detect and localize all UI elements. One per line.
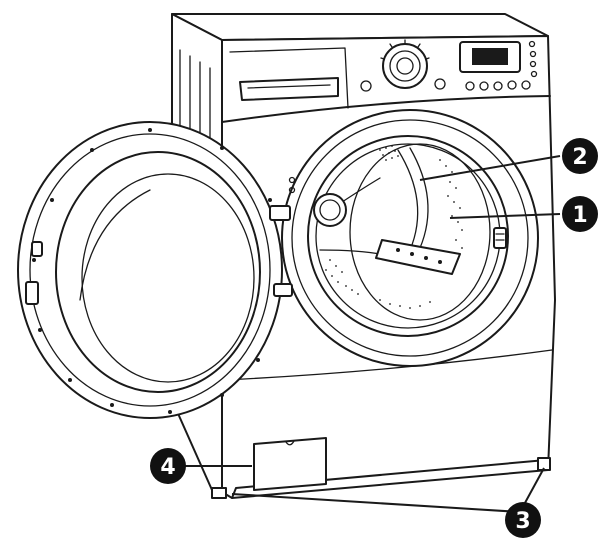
door-hinge-bottom <box>273 283 293 297</box>
callout-1-label: 1 <box>572 203 587 228</box>
drum-back-hub <box>313 193 347 227</box>
start-button <box>434 78 446 90</box>
detergent-drawer <box>239 77 339 101</box>
bottom-access-cover <box>253 437 327 491</box>
callout-2: 2 <box>562 138 598 174</box>
indicator-lights <box>528 40 538 78</box>
door-gasket <box>307 135 509 337</box>
option-buttons <box>360 78 531 92</box>
callout-3-label: 3 <box>515 509 530 534</box>
door-latch <box>493 227 507 249</box>
leader-lines <box>172 155 561 513</box>
control-panel <box>229 39 538 109</box>
leader-3a <box>231 493 521 513</box>
drum <box>313 143 491 321</box>
callout-4-label: 4 <box>160 455 175 480</box>
callout-3: 3 <box>505 502 541 538</box>
door-opening <box>281 109 539 367</box>
door-hinge-top <box>269 205 291 221</box>
washer-door <box>17 121 293 419</box>
callout-1: 1 <box>562 196 598 232</box>
callout-4: 4 <box>150 448 186 484</box>
leader-2 <box>419 155 561 181</box>
power-button <box>360 80 372 92</box>
door-handle <box>25 281 39 305</box>
door-glass <box>55 151 261 393</box>
front-left-foot <box>211 487 227 499</box>
callout-2-label: 2 <box>572 145 587 170</box>
display-screen <box>472 48 508 65</box>
leader-1 <box>449 213 561 219</box>
access-panel <box>253 437 327 491</box>
